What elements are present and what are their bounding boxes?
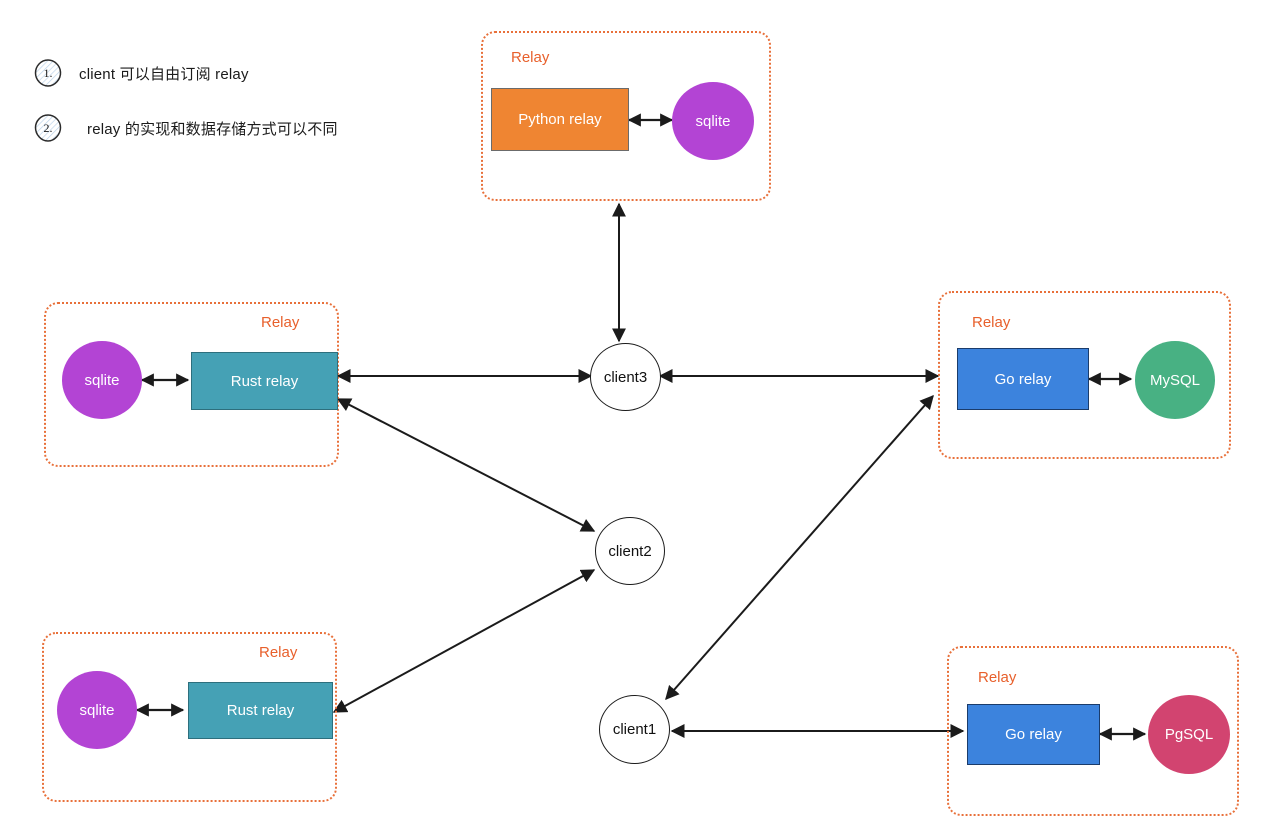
sqlite-label-left-top: sqlite xyxy=(84,371,120,389)
relay-group-left-top xyxy=(44,302,339,467)
pgsql-circle[interactable]: PgSQL xyxy=(1148,695,1230,774)
legend-item-1: client 可以自由订阅 relay xyxy=(33,58,249,88)
rust-relay-box-bottom[interactable]: Rust relay xyxy=(188,682,333,739)
pgsql-label: PgSQL xyxy=(1164,726,1214,743)
relay-group-top xyxy=(481,31,771,201)
sqlite-circle-left-bottom[interactable]: sqlite xyxy=(57,671,137,749)
client1-node[interactable]: client1 xyxy=(599,695,670,764)
edge-client2-relay-left-bottom xyxy=(332,569,596,713)
relay-group-top-caption: Relay xyxy=(511,49,550,66)
rust-relay-label-bottom: Rust relay xyxy=(226,702,295,719)
relay-group-left-top-caption: Relay xyxy=(261,314,300,331)
legend-item-2: relay 的实现和数据存储方式可以不同 xyxy=(33,113,338,143)
rust-relay-box-top[interactable]: Rust relay xyxy=(191,352,338,410)
mysql-label: MySQL xyxy=(1149,371,1200,389)
python-relay-box[interactable]: Python relay xyxy=(491,88,629,151)
sqlite-label-top: sqlite xyxy=(695,112,731,130)
relay-group-left-bottom xyxy=(42,632,337,802)
client2-label: client2 xyxy=(608,542,652,560)
go-relay-box-bottom[interactable]: Go relay xyxy=(967,704,1100,765)
python-relay-label: Python relay xyxy=(518,111,602,128)
edge-relay-left-top-client2 xyxy=(336,398,596,532)
legend-marker-2-number: 2. xyxy=(43,120,53,135)
mysql-circle[interactable]: MySQL xyxy=(1135,341,1215,419)
relay-group-right-bottom-caption: Relay xyxy=(978,669,1017,686)
rust-relay-label-top: Rust relay xyxy=(230,372,299,390)
client1-label: client1 xyxy=(612,721,657,738)
relay-group-left-bottom-caption: Relay xyxy=(259,644,298,661)
legend-marker-1-number: 1. xyxy=(43,65,53,80)
relay-group-right-bottom xyxy=(947,646,1239,816)
legend-item-1-label: client 可以自由订阅 relay xyxy=(79,65,249,83)
sqlite-label-left-bottom: sqlite xyxy=(79,701,115,719)
go-relay-box-top[interactable]: Go relay xyxy=(957,348,1089,410)
relay-group-right-top xyxy=(938,291,1231,459)
legend-marker-2-icon xyxy=(33,113,63,143)
legend-marker-1-icon xyxy=(33,58,63,88)
sqlite-circle-top[interactable]: sqlite xyxy=(672,82,754,160)
legend-item-2-label: relay 的实现和数据存储方式可以不同 xyxy=(87,120,338,138)
client2-node[interactable]: client2 xyxy=(595,517,665,585)
edge-client1-relay-right-top xyxy=(665,394,934,701)
client3-label: client3 xyxy=(603,368,648,386)
go-relay-label-top: Go relay xyxy=(994,370,1052,388)
relay-group-right-top-caption: Relay xyxy=(972,314,1011,331)
go-relay-label-bottom: Go relay xyxy=(1005,726,1062,743)
client3-node[interactable]: client3 xyxy=(590,343,661,411)
sqlite-circle-left-top[interactable]: sqlite xyxy=(62,341,142,419)
